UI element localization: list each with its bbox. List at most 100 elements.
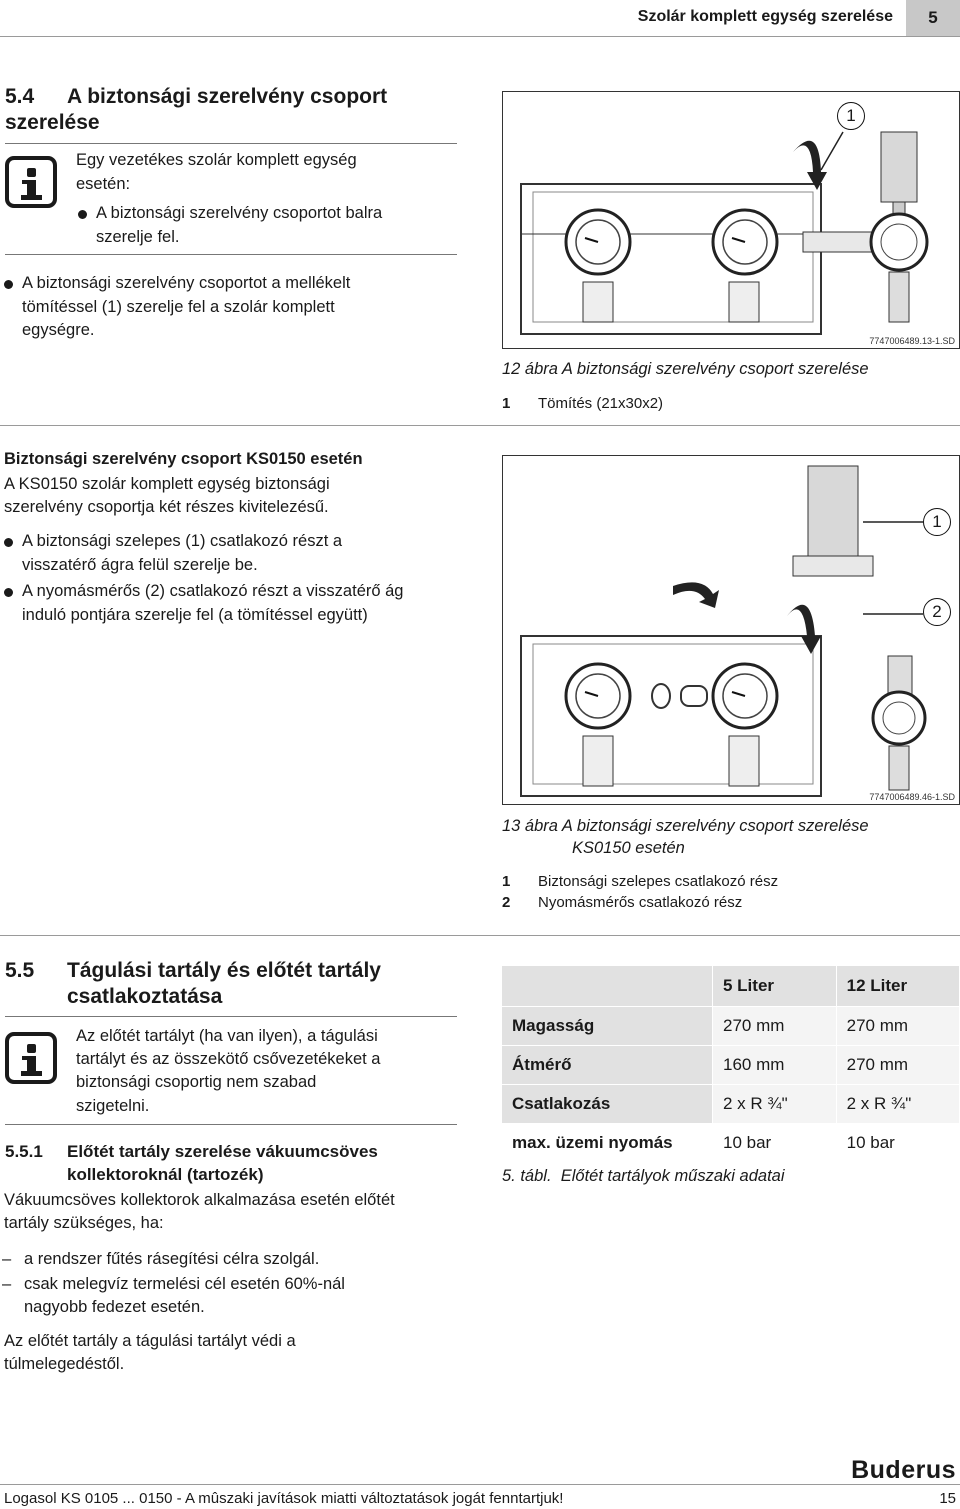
table-cell: 160 mm [712,1045,837,1085]
divider [5,143,457,144]
closing-text-1: Az előtét tartály a tágulási tartályt vé… [4,1332,296,1350]
figure-13-legend-item: 2 Nyomásmérős csatlakozó rész [502,892,742,913]
figure-13-legend-item: 1 Biztonsági szelepes csatlakozó rész [502,871,778,892]
legend-text: Tömítés (21x30x2) [538,395,664,412]
bullet-text-2: induló pontjára szerelje fel (a tömítéss… [22,606,368,624]
section-5-5-1-para-1: Vákuumcsöves kollektorok alkalmazása ese… [4,1191,395,1209]
table-cell: 2 x R ¾" [835,1084,959,1124]
ks0150-para-2: szerelvény csoportja két részes kivitele… [4,498,329,516]
page-number: 15 [939,1490,956,1507]
spec-table: 5 Liter 12 Liter Magasság 270 mm 270 mm … [502,966,959,1163]
bullet-text-2: visszatérő ágra felül szerelje be. [22,556,258,574]
table-cell: Magasság [502,1006,713,1046]
table-header-row: 5 Liter 12 Liter [502,966,959,1007]
table-row: Csatlakozás 2 x R ¾" 2 x R ¾" [502,1084,959,1124]
legend-number: 1 [502,395,511,412]
table-cell: 270 mm [835,1045,959,1085]
dash-text: a rendszer fűtés rásegítési célra szolgá… [24,1250,320,1268]
table-cell: 270 mm [712,1006,837,1046]
section-5-5-1-title-2: kollektoroknál (tartozék) [67,1165,264,1184]
footer-divider [0,1484,960,1485]
bullet-text-2: tömítéssel (1) szerelje fel a szolár kom… [22,298,335,316]
table-row: Magasság 270 mm 270 mm [502,1006,959,1046]
dash-item: a rendszer fűtés rásegítési célra szolgá… [2,1248,319,1272]
divider [5,1124,457,1125]
table-cell: 2 x R ¾" [712,1084,837,1124]
closing-text-2: túlmelegedéstől. [4,1355,125,1373]
table-header-cell: 12 Liter [835,966,959,1007]
callout-2: 2 [923,598,951,626]
table-header-cell [502,966,713,1007]
bullet-text: A biztonsági szelepes (1) csatlakozó rés… [22,532,343,550]
legend-number: 1 [502,873,511,890]
figure-13-caption-1: 13 ábra A biztonsági szerelvény csoport … [502,817,869,835]
figure-13-image: 1 2 7747006489.46-1.SD [502,455,960,805]
bullet-item: A biztonsági szerelvény csoportot a mell… [2,272,350,296]
section-5-5-1-title-1: Előtét tartály szerelése vákuumcsöves [67,1142,378,1161]
ks0150-heading: Biztonsági szerelvény csoport KS0150 ese… [4,450,363,468]
legend-number: 2 [502,894,511,911]
section-number: 5.4 [5,85,35,108]
table-cell: Csatlakozás [502,1084,713,1124]
dash-text: csak melegvíz termelési cél esetén 60%-n… [24,1275,345,1293]
info-bullet: A biztonsági szerelvény csoportot balra [76,202,382,226]
figure-12-image: 1 7747006489.13-1.SD [502,91,960,349]
table-caption: 5. tábl. Előtét tartályok műszaki adatai [502,1165,785,1187]
header-title: Szolár komplett egység szerelése [637,8,893,25]
section-number: 5.5 [5,959,35,982]
callout-1: 1 [923,508,951,536]
ks0150-para-1: A KS0150 szolár komplett egység biztonsá… [4,475,330,493]
chapter-number: 5 [906,0,960,36]
divider [5,254,457,255]
legend-text: Nyomásmérős csatlakozó rész [538,894,743,911]
bullet-text: A nyomásmérős (2) csatlakozó részt a vis… [22,582,404,600]
legend-text: Biztonsági szelepes csatlakozó rész [538,873,779,890]
info-text-2: tartályt és az összekötő csővezetékeket … [76,1050,381,1068]
dash-item: csak melegvíz termelési cél esetén 60%-n… [2,1273,345,1297]
info-text-4: szigetelni. [76,1097,150,1115]
figure-13-caption-2: KS0150 esetén [572,839,685,857]
table-header-cell: 5 Liter [712,966,837,1007]
bullet-item: A biztonsági szelepes (1) csatlakozó rés… [2,530,342,554]
table-cell: 10 bar [835,1123,959,1163]
info-icon [5,1032,57,1084]
section-5-5-1-number: 5.5.1 [5,1142,43,1161]
info-icon [5,156,57,208]
table-cell: 10 bar [712,1123,837,1163]
divider [5,1016,457,1017]
table-cell: max. üzemi nyomás [502,1123,713,1163]
figure-12-code: 7747006489.13-1.SD [869,336,955,346]
table-caption-text: Előtét tartályok műszaki adatai [560,1167,785,1185]
bullet-text-3: egységre. [22,321,95,339]
figure-13-code: 7747006489.46-1.SD [869,792,955,802]
figure-13-drawing [520,465,927,797]
buderus-logo: Buderus [851,1456,956,1484]
info-bullet-text: A biztonsági szerelvény csoportot balra [96,204,383,222]
section-title-1: Tágulási tartály és előtét tartály [67,959,381,982]
section-5-5-1-para-2: tartály szükséges, ha: [4,1214,164,1232]
info-text-1: Egy vezetékes szolár komplett egység [76,151,357,169]
info-text-1: Az előtét tartályt (ha van ilyen), a tág… [76,1027,378,1045]
figure-12-drawing [520,131,929,335]
bullet-item: A nyomásmérős (2) csatlakozó részt a vis… [2,580,403,604]
info-bullet-text-2: szerelje fel. [96,228,180,246]
divider [0,935,960,936]
section-5-5-heading: 5.5 Tágulási tartály és előtét tartály [5,958,455,984]
page-header [0,0,960,37]
table-row: Átmérő 160 mm 270 mm [502,1045,959,1085]
info-text-2: esetén: [76,175,131,193]
table-caption-number: 5. tábl. [502,1167,552,1185]
info-text-3: biztonsági csoportig nem szabad [76,1073,317,1091]
dash-text-2: nagyobb fedezet esetén. [24,1298,205,1316]
section-title-2: csatlakoztatása [67,985,223,1008]
bullet-text: A biztonsági szerelvény csoportot a mell… [22,274,351,292]
figure-12-legend-item: 1 Tömítés (21x30x2) [502,393,663,414]
figure-12-caption: 12 ábra A biztonsági szerelvény csoport … [502,360,869,378]
section-title: A biztonsági szerelvény csoport szerelés… [5,85,388,134]
divider [0,425,960,426]
table-row: max. üzemi nyomás 10 bar 10 bar [502,1123,959,1163]
table-cell: 270 mm [835,1006,959,1046]
table-cell: Átmérő [502,1045,713,1085]
footer-text: Logasol KS 0105 ... 0150 - A mûszaki jav… [4,1490,564,1507]
